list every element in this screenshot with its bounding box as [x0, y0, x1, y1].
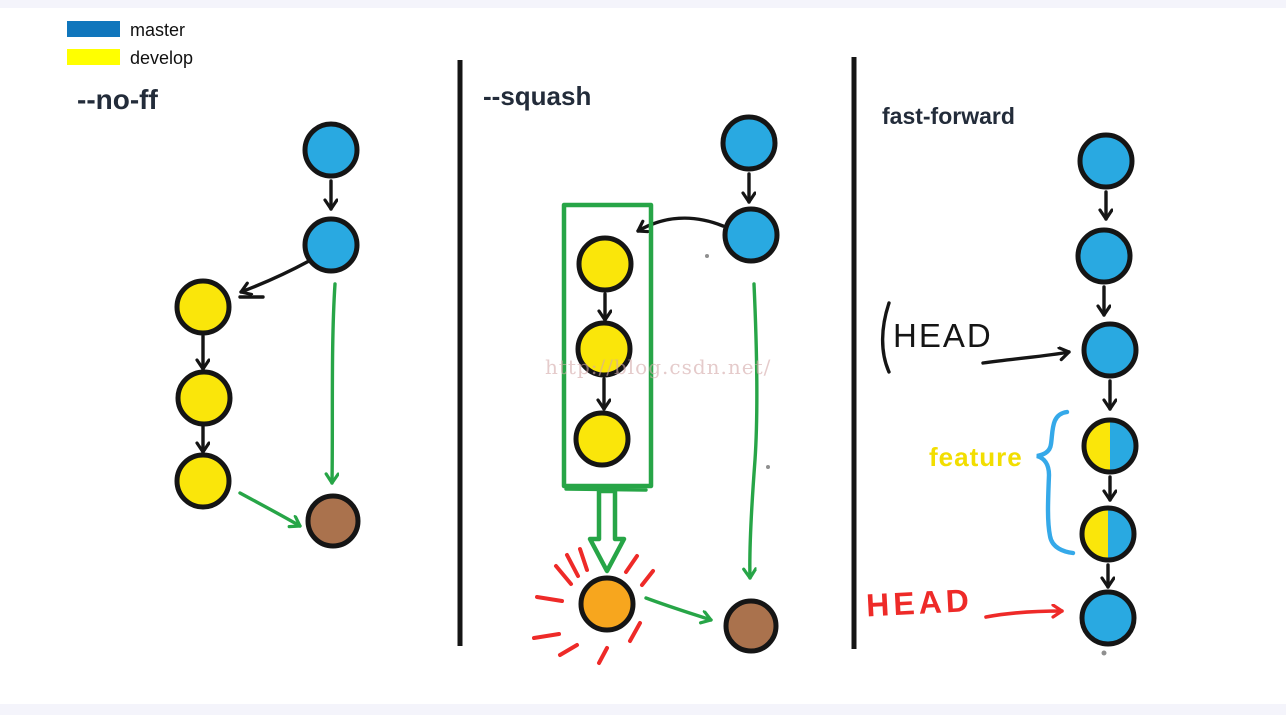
burst-stroke	[597, 646, 609, 665]
commit-node-master-1	[720, 114, 778, 172]
commit-node-develop-1	[576, 235, 634, 293]
squash-group-frame	[561, 202, 654, 489]
burst-stroke	[558, 643, 579, 657]
commit-node-5-feature-merged	[1079, 505, 1137, 563]
legend-swatch-develop	[67, 49, 120, 65]
burst-stroke	[578, 547, 589, 572]
commit-node-master-2	[722, 206, 780, 264]
fast-forward-title: fast-forward	[882, 103, 1015, 129]
outline	[1081, 417, 1139, 475]
speck	[1101, 650, 1107, 656]
no-ff-title: --no-ff	[77, 84, 159, 115]
legend: master develop	[67, 20, 193, 68]
burst-stroke	[640, 569, 655, 587]
merge-line-master-to-merge	[332, 282, 335, 485]
commit-node-develop-3	[573, 410, 631, 468]
burst-stroke	[554, 564, 573, 586]
arrow-squashed-to-merge	[644, 596, 713, 620]
merge-commit-node	[723, 598, 779, 654]
commit-node-4-feature-merged	[1081, 417, 1139, 475]
burst-stroke	[535, 595, 564, 603]
commit-node-master-1	[302, 121, 360, 179]
burst-stroke	[565, 553, 580, 578]
head-lower-label: HEAD	[865, 582, 973, 624]
merge-line-master-to-merge	[750, 282, 759, 580]
bottom-strip	[0, 704, 1286, 715]
red-burst	[532, 547, 655, 665]
merge-commit-node	[305, 493, 361, 549]
legend-swatch-master	[67, 21, 120, 37]
burst-stroke	[624, 554, 639, 574]
merge-line-develop-to-merge	[238, 491, 302, 526]
top-strip	[0, 0, 1286, 8]
commit-node-1	[1077, 132, 1135, 190]
divider-left	[457, 60, 463, 646]
speck	[705, 254, 709, 258]
outline	[1079, 505, 1137, 563]
feature-label: feature	[929, 442, 1023, 472]
commit-node-6	[1079, 589, 1137, 647]
head-upper-arrow	[981, 352, 1071, 365]
half-blue	[1110, 420, 1136, 472]
head-lower-arrow	[984, 611, 1064, 619]
section-squash: --squash http://	[483, 81, 780, 665]
burst-stroke	[532, 632, 561, 640]
half-yellow	[1082, 508, 1108, 560]
squashed-commit-node	[578, 575, 636, 633]
section-fast-forward: fast-forward HEAD feature HEAD	[865, 103, 1139, 656]
legend-label-master: master	[130, 20, 185, 40]
commit-node-master-2	[302, 216, 360, 274]
arrow-master2-develop1	[239, 259, 311, 292]
commit-node-develop-2	[575, 320, 633, 378]
commit-node-develop-3	[174, 452, 232, 510]
squash-block-arrow	[587, 488, 627, 574]
legend-label-develop: develop	[130, 48, 193, 68]
section-no-ff: --no-ff	[77, 84, 361, 549]
half-yellow	[1084, 420, 1110, 472]
commit-node-3	[1081, 321, 1139, 379]
feature-brace	[1036, 409, 1076, 556]
half-blue	[1108, 508, 1134, 560]
speck	[766, 465, 770, 469]
watermark-text: http://blog.csdn.net/	[545, 355, 771, 379]
commit-node-develop-1	[174, 278, 232, 336]
divider-right	[851, 57, 857, 649]
squash-title: --squash	[483, 81, 591, 111]
commit-node-2	[1075, 227, 1133, 285]
commit-node-develop-2	[175, 369, 233, 427]
arrow-master2-develop1	[636, 216, 725, 231]
burst-stroke	[628, 621, 642, 643]
head-flourish-stroke	[880, 301, 891, 374]
head-upper-label: HEAD	[893, 317, 993, 354]
